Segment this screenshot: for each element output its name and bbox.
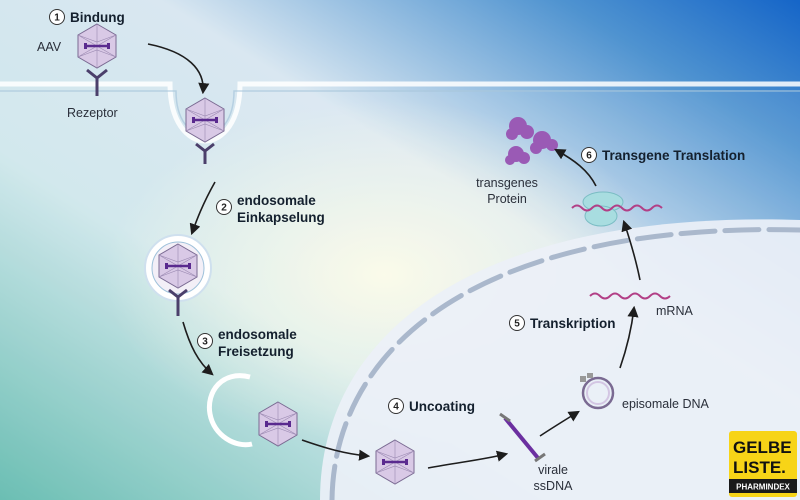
episomal-dna: [580, 373, 615, 410]
step-3-badge: 3: [197, 333, 213, 349]
transgene-protein: [505, 117, 558, 165]
svg-text:GELBE: GELBE: [733, 438, 792, 457]
step-4-badge: 4: [388, 398, 404, 414]
svg-text:4: 4: [393, 402, 399, 413]
gelbe-liste-logo: GELBE LISTE. PHARMINDEX: [729, 431, 797, 497]
step-5-label: Transkription: [530, 316, 616, 331]
mrna-cytoplasm: [571, 204, 663, 212]
step-3-label-line2: Freisetzung: [218, 344, 294, 359]
step-1-label: Bindung: [70, 10, 125, 25]
arrow-export: [621, 219, 641, 281]
step-5-badge: 5: [509, 315, 525, 331]
receptor-label: Rezeptor: [67, 106, 118, 120]
arrow-transcription: [619, 305, 639, 369]
episomal-dna-label: episomale DNA: [622, 397, 710, 411]
arrow-release: [182, 321, 214, 376]
step-3-label-line1: endosomale: [218, 327, 297, 342]
svg-text:2: 2: [221, 203, 227, 214]
step-2-label-line1: endosomale: [237, 193, 316, 208]
broken-endosome: [206, 373, 253, 448]
step-2-badge: 2: [216, 199, 232, 215]
receptor-outside: [86, 68, 108, 96]
arrow-translation: [554, 148, 597, 187]
protein-label-line2: Protein: [487, 192, 527, 206]
svg-text:PHARMINDEX: PHARMINDEX: [736, 483, 790, 492]
svg-text:3: 3: [202, 337, 208, 348]
mrna-label: mRNA: [656, 304, 693, 318]
svg-text:LISTE.: LISTE.: [733, 458, 786, 477]
arrow-binding: [147, 43, 210, 95]
receptor-binding: [195, 142, 215, 164]
arrow-uncoating: [427, 450, 509, 469]
nucleus: [320, 219, 800, 500]
step-1-badge: 1: [49, 9, 65, 25]
arrow-circularize: [539, 410, 580, 437]
step-6-badge: 6: [581, 147, 597, 163]
step-2-label-line2: Einkapselung: [237, 210, 325, 225]
svg-text:5: 5: [514, 319, 520, 330]
svg-text:6: 6: [586, 151, 592, 162]
aav-label: AAV: [37, 40, 62, 54]
viral-ssdna: [499, 412, 546, 463]
svg-text:1: 1: [54, 13, 60, 24]
nuclear-envelope: [329, 227, 800, 500]
arrow-encapsulation: [189, 181, 216, 236]
receptor-endosome: [168, 288, 188, 316]
mrna-nucleus: [589, 292, 671, 300]
protein-label-line1: transgenes: [476, 176, 538, 190]
ssdna-label-line2: ssDNA: [534, 479, 574, 493]
step-6-label: Transgene Translation: [602, 148, 745, 163]
ssdna-label-line1: virale: [538, 463, 568, 477]
arrow-to-nucleus: [301, 439, 371, 461]
step-4-label: Uncoating: [409, 399, 475, 414]
